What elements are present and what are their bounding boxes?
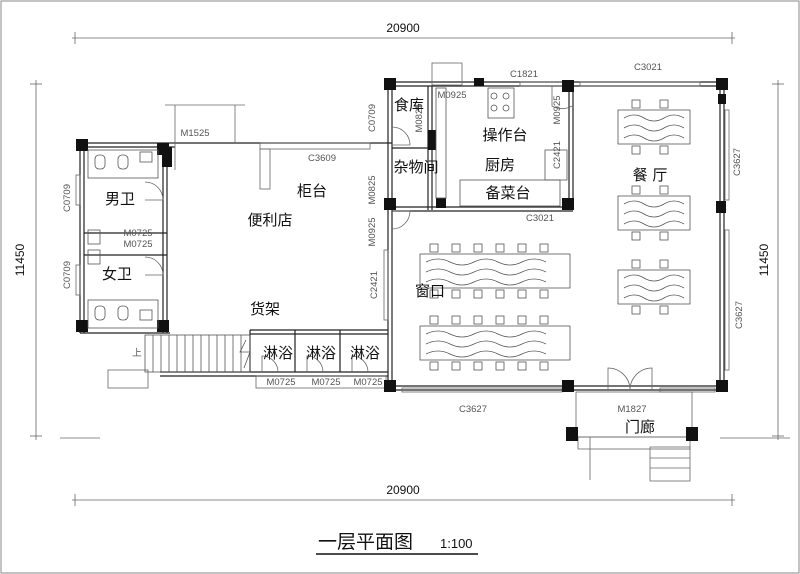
dim-left: 11450 <box>13 243 27 276</box>
code-c0709-top: C0709 <box>367 104 378 132</box>
dim-top: 20900 <box>386 21 420 35</box>
code-m0925-b: M0925 <box>552 95 563 124</box>
code-m1827: M1827 <box>617 404 646 415</box>
label-prep-counter: 操作台 <box>482 126 527 144</box>
code-m0725-a: M0725 <box>123 228 152 239</box>
code-c3021-bottom: C3021 <box>526 213 554 224</box>
windows <box>75 62 730 482</box>
toilet-fixtures <box>87 149 159 329</box>
walls <box>79 81 725 392</box>
structural-columns <box>76 78 728 441</box>
label-dining: 餐 厅 <box>633 166 668 184</box>
label-sundries: 杂物间 <box>393 158 438 176</box>
label-shower-1: 淋浴 <box>263 344 293 362</box>
porch-steps <box>589 437 690 480</box>
code-m0725-e: M0725 <box>353 377 382 388</box>
label-shower-2: 淋浴 <box>306 344 336 362</box>
drawing-scale: 1:100 <box>440 536 473 551</box>
code-c3627-bottom: C3627 <box>459 404 487 415</box>
label-window: 窗口 <box>415 282 445 300</box>
dim-right: 11450 <box>757 243 771 276</box>
label-kitchen: 厨房 <box>485 156 515 174</box>
code-m0725-d: M0725 <box>311 377 340 388</box>
stair-up-mark: 上 <box>132 348 142 359</box>
label-womens-wc: 女卫 <box>102 265 132 283</box>
label-shop: 便利店 <box>247 211 292 229</box>
kitchen-fixtures <box>435 87 568 207</box>
label-shelf: 货架 <box>250 300 280 318</box>
code-m0725-c: M0725 <box>266 377 295 388</box>
label-shower-3: 淋浴 <box>350 344 380 362</box>
label-serving-counter: 备菜台 <box>485 184 530 202</box>
code-m0825-a: M0825 <box>414 103 425 132</box>
code-m1525: M1525 <box>180 128 209 139</box>
code-c2421-left: C2421 <box>369 271 380 299</box>
code-c3627-right-top: C3627 <box>732 148 743 176</box>
code-c0709-left-bottom: C0709 <box>62 261 73 289</box>
code-c3609: C3609 <box>308 153 336 164</box>
code-c2421-kitchen: C2421 <box>552 141 563 169</box>
doors <box>144 86 653 391</box>
label-counter: 柜台 <box>297 182 327 200</box>
code-m0825-b: M0825 <box>367 175 378 204</box>
code-c1821: C1821 <box>510 69 538 80</box>
code-c0709-left-top: C0709 <box>62 184 73 212</box>
dimension-lines <box>30 32 790 506</box>
stairs <box>144 334 251 373</box>
drawing-title: 一层平面图 <box>318 531 413 553</box>
dining-tables <box>419 99 691 371</box>
label-porch: 门廊 <box>625 418 655 436</box>
code-c3627-right-bottom: C3627 <box>734 301 745 329</box>
dim-bottom: 20900 <box>386 483 420 497</box>
label-storeroom: 食库 <box>394 96 424 114</box>
label-mens-wc: 男卫 <box>105 190 135 208</box>
code-m0925-c: M0925 <box>367 217 378 246</box>
code-m0725-b: M0725 <box>123 239 152 250</box>
code-c3021-top: C3021 <box>634 62 662 73</box>
code-m0925-a: M0925 <box>437 90 466 101</box>
